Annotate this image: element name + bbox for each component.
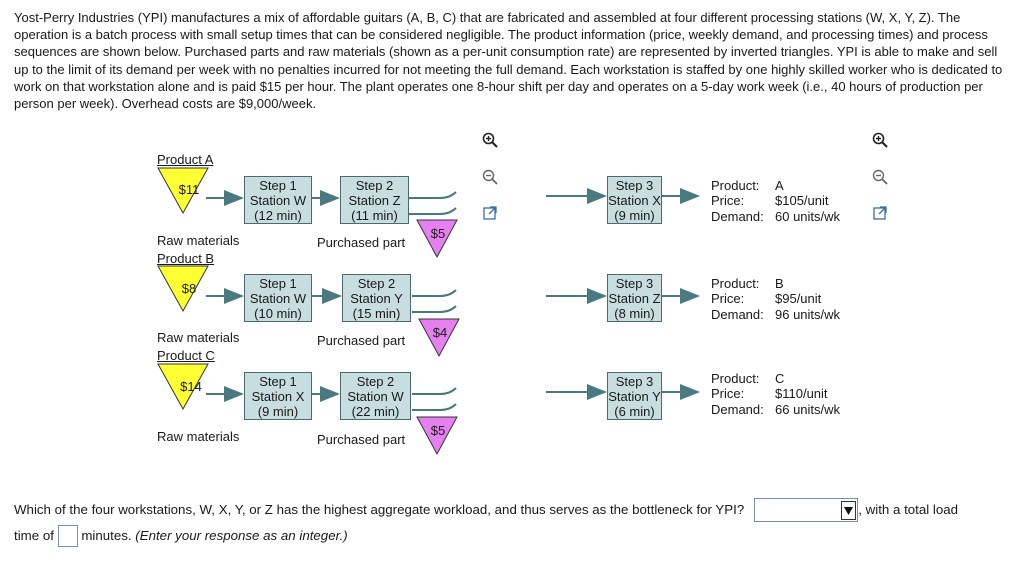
- question-hint: (Enter your response as an integer.): [135, 528, 348, 543]
- product-c-title: Product C: [157, 348, 215, 363]
- step1-box-c: Step 1 Station X (9 min): [244, 372, 312, 420]
- info-price: $110/unit: [775, 386, 828, 402]
- product-info-a: Product: A Price: $105/unit Demand: 60 unit…: [711, 178, 840, 224]
- raw-cost-b: $8: [181, 281, 197, 296]
- step-label: Step 3: [615, 373, 654, 389]
- dropdown-arrow-icon[interactable]: [841, 501, 857, 521]
- total-load-input[interactable]: [57, 525, 78, 548]
- info-product: A: [775, 178, 784, 193]
- product-info-b: Product: B Price: $95/unit Demand: 96 units…: [711, 276, 840, 322]
- time-label: (8 min): [614, 305, 655, 321]
- zoom-in-icon[interactable]: [872, 132, 888, 148]
- step1-box-a: Step 1 Station W (12 min): [244, 176, 312, 224]
- station-label: Station Z: [608, 290, 661, 306]
- step-label: Step 1: [259, 275, 297, 291]
- step-label: Step 2: [355, 177, 394, 193]
- station-label: Station W: [347, 388, 404, 404]
- info-key: Demand:: [711, 208, 764, 224]
- info-key: Price:: [711, 193, 745, 209]
- time-label: (12 min): [254, 207, 302, 223]
- question: Which of the four workstations, W, X, Y,…: [14, 497, 1014, 549]
- info-product: B: [775, 276, 784, 291]
- raw-cost-a: $11: [178, 182, 200, 197]
- station-label: Station X: [608, 192, 661, 208]
- step3-box-c: Step 3 Station Y (6 min): [607, 372, 662, 420]
- station-label: Station X: [251, 388, 305, 404]
- product-b-title: Product B: [157, 251, 215, 266]
- raw-cost-c: $14: [180, 379, 202, 394]
- time-label: (15 min): [352, 305, 401, 321]
- step-label: Step 1: [259, 177, 297, 193]
- info-product: C: [775, 371, 785, 386]
- raw-materials-triangle-c: [157, 363, 209, 411]
- problem-statement: Yost-Perry Industries (YPI) manufactures…: [14, 10, 1003, 112]
- time-label: (11 min): [351, 207, 398, 223]
- product-info-c: Product: C Price: $110/unit Demand: 66 unit…: [711, 371, 840, 417]
- step2-box-a: Step 2 Station Z (11 min): [340, 176, 409, 224]
- purchased-part-triangle-a: [416, 219, 458, 259]
- info-demand: 66 units/wk: [775, 401, 841, 417]
- step-label: Step 2: [357, 275, 396, 291]
- station-label: Station Y: [608, 388, 661, 404]
- raw-materials-label-a: Raw materials: [157, 233, 240, 248]
- zoom-out-icon[interactable]: [482, 169, 498, 185]
- purchased-part-label-c: Purchased part: [317, 432, 406, 447]
- station-label: Station Y: [350, 290, 403, 306]
- info-price: $95/unit: [775, 291, 822, 307]
- purchased-cost-c: $5: [430, 423, 446, 438]
- zoom-in-icon[interactable]: [482, 132, 498, 148]
- purchased-cost-b: $4: [432, 325, 448, 340]
- info-key: Demand:: [711, 401, 764, 417]
- info-key: Price:: [711, 291, 745, 307]
- question-text-2: , with a total load: [858, 502, 959, 517]
- info-key: Product:: [711, 371, 760, 386]
- step2-box-b: Step 2 Station Y (15 min): [342, 274, 411, 322]
- step-label: Step 3: [615, 177, 654, 193]
- info-demand: 60 units/wk: [775, 208, 841, 224]
- product-a-title: Product A: [157, 152, 214, 167]
- time-label: (9 min): [257, 403, 299, 419]
- open-external-icon[interactable]: [482, 205, 498, 221]
- step1-box-b: Step 1 Station W (10 min): [244, 274, 312, 322]
- time-label: (6 min): [614, 403, 655, 419]
- info-key: Price:: [711, 386, 745, 402]
- step-label: Step 1: [259, 373, 297, 389]
- purchased-part-triangle-c: [416, 416, 458, 456]
- zoom-out-icon[interactable]: [872, 169, 888, 185]
- time-label: (22 min): [351, 403, 400, 419]
- step2-box-c: Step 2 Station W (22 min): [340, 372, 411, 420]
- info-demand: 96 units/wk: [775, 306, 841, 322]
- info-key: Product:: [711, 276, 760, 291]
- time-label: (10 min): [254, 305, 302, 321]
- raw-materials-label-c: Raw materials: [157, 429, 240, 444]
- question-text-3: time of: [14, 528, 54, 543]
- station-label: Station W: [249, 192, 307, 208]
- purchased-part-triangle-b: [418, 318, 460, 358]
- step3-box-a: Step 3 Station X (9 min): [607, 176, 662, 224]
- purchased-part-label-b: Purchased part: [317, 333, 406, 348]
- open-external-icon[interactable]: [872, 205, 888, 221]
- info-key: Product:: [711, 178, 760, 193]
- time-label: (9 min): [614, 207, 655, 223]
- purchased-cost-a: $5: [430, 226, 446, 241]
- purchased-part-label-a: Purchased part: [317, 235, 406, 250]
- step-label: Step 3: [615, 275, 654, 291]
- info-key: Demand:: [711, 306, 764, 322]
- question-text-1: Which of the four workstations, W, X, Y,…: [14, 502, 745, 517]
- raw-materials-label-b: Raw materials: [157, 330, 240, 345]
- step3-box-b: Step 3 Station Z (8 min): [607, 274, 662, 322]
- station-label: Station W: [249, 290, 307, 306]
- question-text-4: minutes.: [81, 528, 132, 543]
- step-label: Step 2: [356, 373, 395, 389]
- bottleneck-select[interactable]: [754, 498, 859, 523]
- raw-materials-triangle-b: [157, 265, 209, 313]
- info-price: $105/unit: [775, 193, 829, 209]
- station-label: Station Z: [348, 192, 401, 208]
- raw-materials-triangle-a: [157, 167, 209, 215]
